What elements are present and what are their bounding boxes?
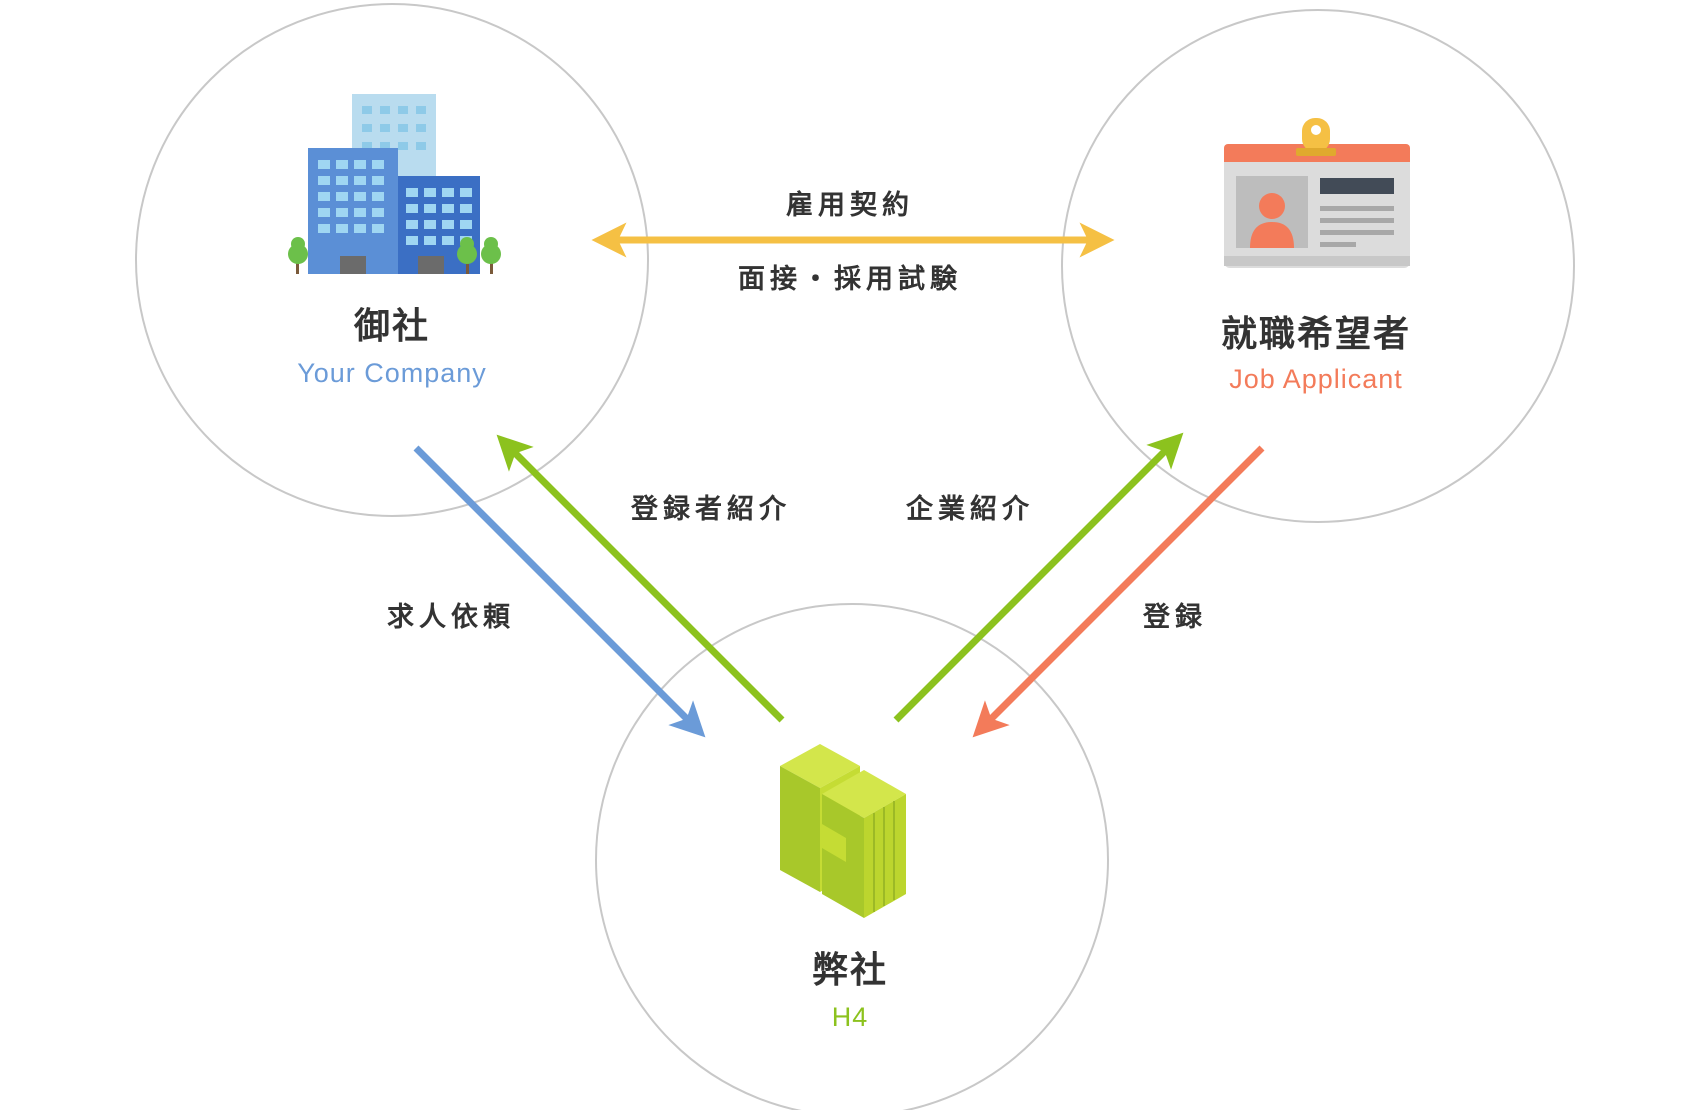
us-circle xyxy=(595,603,1109,1110)
register-label: 登録 xyxy=(1142,601,1207,633)
introduce-registrants-label: 登録者紹介 xyxy=(630,493,791,525)
introduce-companies-arrow xyxy=(893,432,1184,723)
contract-label: 雇用契約 xyxy=(786,189,914,221)
job-request-arrow xyxy=(413,445,706,738)
introduce-companies-label: 企業紹介 xyxy=(906,493,1034,525)
company-circle xyxy=(135,3,649,517)
h4-logo-icon xyxy=(780,744,906,918)
applicant-title: 就職希望者 xyxy=(1221,314,1411,355)
id-badge-icon xyxy=(1224,118,1410,268)
company-subtitle: Your Company xyxy=(297,358,487,388)
interview-label: 面接・採用試験 xyxy=(738,263,962,295)
applicant-circle xyxy=(1061,9,1575,523)
us-title: 弊社 xyxy=(812,950,888,991)
us-subtitle: H4 xyxy=(832,1002,869,1032)
company-title: 御社 xyxy=(353,306,430,347)
applicant-subtitle: Job Applicant xyxy=(1229,364,1403,394)
introduce-registrants-arrow xyxy=(496,434,785,723)
register-arrow xyxy=(972,445,1265,738)
job-request-label: 求人依頼 xyxy=(387,602,515,633)
office-building-icon xyxy=(288,94,501,274)
